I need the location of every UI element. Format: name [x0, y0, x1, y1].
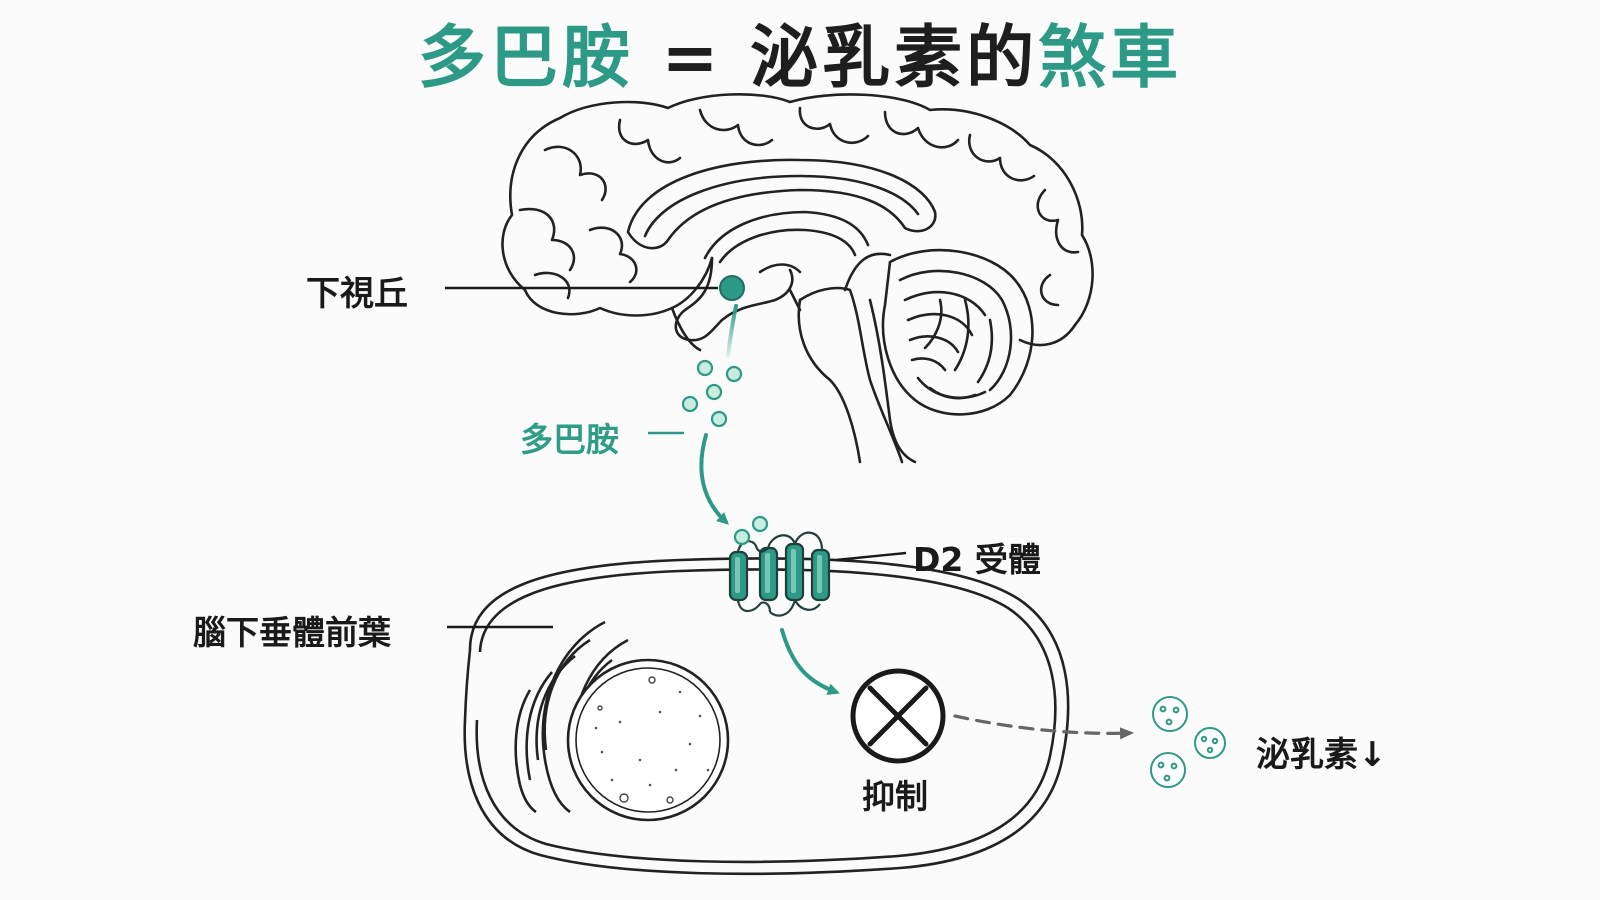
inhibit-label: 抑制	[862, 777, 928, 816]
anterior-pituitary-cell	[463, 557, 1070, 876]
vesicle	[1194, 727, 1226, 759]
nucleus	[566, 658, 730, 822]
vesicle	[1152, 696, 1188, 732]
hypothalamus-label: 下視丘	[306, 274, 408, 314]
d2-receptor	[728, 515, 831, 617]
anterior-pituitary-label: 腦下垂體前葉	[193, 613, 391, 652]
dopamine-label: 多巴胺	[520, 420, 619, 459]
prolactin-label: 泌乳素↓	[1256, 735, 1387, 775]
dopamine-molecules	[681, 359, 743, 428]
title-prolactin: 泌乳素的	[750, 19, 1039, 98]
title-equals: =	[633, 19, 751, 98]
receptor-arrow	[780, 628, 840, 695]
title-dopamine: 多巴胺	[417, 19, 634, 98]
title-brake: 煞車	[1038, 19, 1183, 98]
dopamine-arrow	[699, 433, 729, 525]
d2-leader	[835, 551, 907, 562]
pituitary-stalk	[726, 304, 738, 357]
vesicle	[1150, 752, 1186, 788]
hypothalamus-dot	[719, 275, 745, 301]
circle-x-icon	[850, 668, 946, 764]
prolactin-dashed-arrow	[953, 714, 1134, 740]
prolactin-vesicles	[1150, 696, 1226, 788]
page-title: 多巴胺 = 泌乳素的煞車	[0, 14, 1600, 104]
brain	[501, 92, 1094, 464]
d2-receptor-label: D2 受體	[913, 540, 1041, 579]
